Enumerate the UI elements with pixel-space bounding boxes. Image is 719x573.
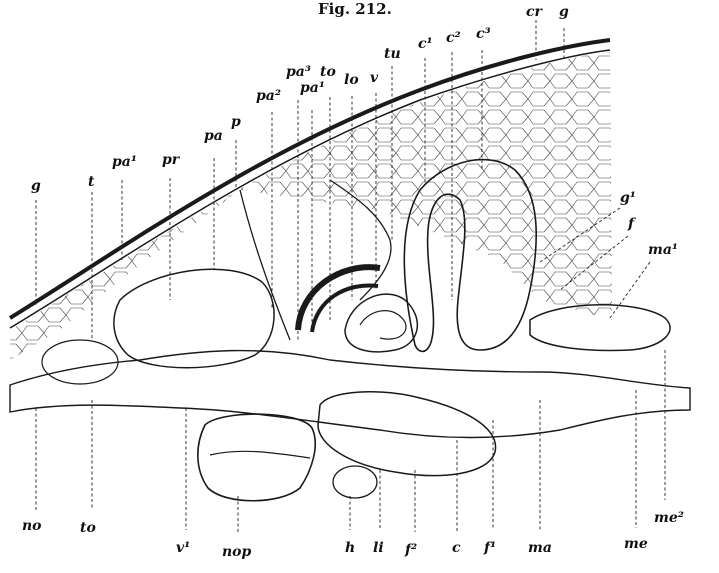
label-cr: cr <box>526 4 544 20</box>
label-pa3: pa³ <box>286 64 311 80</box>
optic-lobe <box>345 294 417 352</box>
label-c3: c³ <box>476 26 491 42</box>
label-v1: v¹ <box>176 540 190 556</box>
label-g-right: g <box>559 4 569 20</box>
label-nop: nop <box>222 544 252 560</box>
label-f1: f¹ <box>483 540 496 556</box>
brain-stem <box>10 351 690 438</box>
label-pa1-second: pa¹ <box>300 80 325 96</box>
label-me2: me² <box>654 510 684 526</box>
label-g: g <box>31 178 41 194</box>
bottom-labels: no to v¹ nop h li f² c f¹ ma me me² <box>22 510 684 560</box>
label-g1: g¹ <box>620 190 636 206</box>
label-pr: pr <box>162 152 181 168</box>
label-ma: ma <box>528 540 552 556</box>
label-ma1: ma¹ <box>648 242 678 258</box>
label-t: t <box>88 174 95 190</box>
label-tu: tu <box>384 46 401 62</box>
label-f2: f² <box>404 542 417 558</box>
label-lo: lo <box>344 72 359 88</box>
label-pa1: pa¹ <box>112 154 137 170</box>
label-li: li <box>373 540 384 556</box>
label-h: h <box>345 540 355 556</box>
label-p: p <box>231 114 241 130</box>
right-labels: g¹ f ma¹ <box>620 190 678 258</box>
label-to-top: to <box>320 64 336 80</box>
figure-title: Fig. 212. <box>318 0 392 18</box>
label-me: me <box>624 536 648 552</box>
septum-anterior <box>240 190 290 340</box>
hypophysis-small-lobe <box>333 466 377 498</box>
leader-lines-bottom <box>36 350 665 534</box>
label-no: no <box>22 518 42 534</box>
cellular-tissue-region <box>10 52 612 360</box>
label-c: c <box>452 540 461 556</box>
optic-nerve-fold <box>210 451 310 458</box>
olfactory-lobe <box>42 340 118 384</box>
label-to-bottom: to <box>80 520 96 536</box>
label-f: f <box>627 216 637 232</box>
label-c2: c² <box>446 30 461 46</box>
label-v: v <box>370 70 379 86</box>
optic-lobe-fold <box>360 311 406 339</box>
optic-nerve-mass <box>198 414 315 501</box>
label-pa2: pa² <box>256 88 281 104</box>
label-c1: c¹ <box>418 36 433 52</box>
label-pa: pa <box>204 128 223 144</box>
